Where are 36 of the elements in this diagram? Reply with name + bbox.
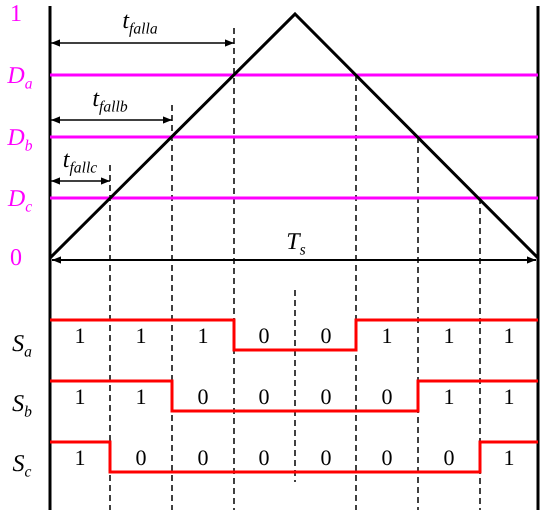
bit-value: 1	[504, 447, 514, 469]
bit-value: 0	[258, 447, 270, 469]
bit-value: 0	[258, 325, 270, 347]
bit-value: 1	[136, 386, 146, 408]
bit-value: 1	[74, 325, 86, 347]
axis-label: 1	[10, 2, 22, 26]
bit-value: 0	[382, 386, 392, 408]
signal-label: S$_{a}$	[12, 332, 32, 360]
bit-value: 0	[258, 386, 270, 408]
axis-label: D$_{b}$	[7, 126, 33, 154]
bit-value: 0	[198, 386, 208, 408]
axis-label: 0	[10, 246, 22, 270]
bit-value: 0	[320, 447, 332, 469]
bit-value: 1	[74, 447, 86, 469]
signal-label: S$_{c}$	[12, 452, 32, 480]
bit-value: 0	[382, 447, 392, 469]
bit-value: 1	[136, 325, 146, 347]
time-label: t$_{fallb}$	[92, 86, 128, 116]
bit-value: 0	[320, 325, 332, 347]
bit-value: 0	[320, 386, 332, 408]
time-label: t$_{fallc}$	[62, 148, 98, 176]
time-label: t$_{falla}$	[122, 8, 158, 38]
signal-label: S$_{b}$	[12, 392, 32, 420]
bit-value: 1	[198, 325, 208, 347]
bit-value: 0	[444, 447, 454, 469]
bit-value: 0	[136, 447, 146, 469]
bit-value: 1	[382, 325, 392, 347]
axis-label: D$_{a}$	[7, 64, 33, 92]
bit-value: 1	[504, 325, 514, 347]
bit-value: 1	[74, 386, 86, 408]
axis-label: D$_{c}$	[8, 186, 32, 216]
bit-value: 1	[444, 325, 454, 347]
bit-value: 1	[444, 386, 454, 408]
bit-value: 0	[198, 447, 208, 469]
bit-value: 1	[504, 386, 514, 408]
time-label: T$_{s}$	[286, 230, 306, 258]
